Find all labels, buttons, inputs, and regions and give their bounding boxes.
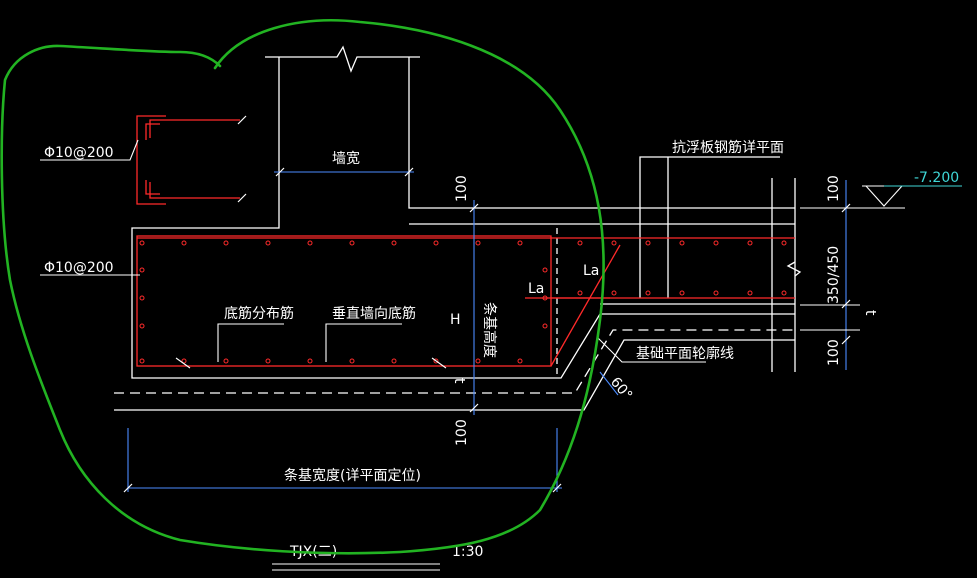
leader-outline xyxy=(597,337,706,363)
rebar-dot xyxy=(679,290,685,296)
hook-bar-bottom xyxy=(149,182,240,199)
rebar-dot xyxy=(391,240,397,246)
rebar-dot xyxy=(349,240,355,246)
t-right-label: t xyxy=(862,310,878,316)
slant-bar-right xyxy=(431,357,447,369)
rebar-dot xyxy=(747,290,753,296)
rebar-left-label: Φ10@200 xyxy=(44,260,114,276)
angle-arc xyxy=(599,371,619,396)
rebar-dot xyxy=(542,323,548,329)
anti-float-leader xyxy=(639,156,780,298)
rebar-dot xyxy=(713,290,719,296)
dim-100-top: 100 xyxy=(454,175,470,202)
anchor-slant xyxy=(550,244,621,367)
t-left-label: t xyxy=(451,378,467,384)
rebar-dot xyxy=(223,240,229,246)
rebar-dot xyxy=(139,267,145,273)
rebar-dots xyxy=(139,240,787,364)
rebar-dot xyxy=(139,358,145,364)
rebar-dot xyxy=(139,323,145,329)
elevation-triangle xyxy=(865,185,903,207)
rebar-dot xyxy=(611,240,617,246)
strip-height-label: 条基高度 xyxy=(481,302,498,358)
strip-width-label: 条基宽度(详平面定位) xyxy=(284,467,421,484)
vert-wall-bar-label: 垂直墙向底筋 xyxy=(332,305,416,322)
rebar-dot xyxy=(433,358,439,364)
leader-rebar-top xyxy=(40,139,139,161)
tick xyxy=(237,115,247,125)
rebar-dot xyxy=(781,290,787,296)
rebar-top-label: Φ10@200 xyxy=(44,145,114,161)
dim-100-right-top: 100 xyxy=(826,175,842,202)
la-right-label: La xyxy=(583,263,599,279)
bottom-dist-bar-label: 底筋分布筋 xyxy=(224,305,294,322)
rebar-dot xyxy=(475,240,481,246)
tick xyxy=(237,193,247,203)
rebar-dot xyxy=(265,358,271,364)
hook-bar-top xyxy=(149,119,240,138)
rebar-dot xyxy=(645,240,651,246)
outline-note-label: 基础平面轮廓线 xyxy=(636,345,734,362)
dim-350-450: 350/450 xyxy=(826,246,842,304)
rebar-dot xyxy=(475,358,481,364)
rebar-dot xyxy=(577,290,583,296)
tick xyxy=(275,167,285,177)
cushion-outer xyxy=(114,339,795,411)
rebar-dot xyxy=(542,267,548,273)
rebar-dot xyxy=(542,295,548,301)
tick xyxy=(404,167,414,177)
leaders xyxy=(40,139,962,571)
rebar-dot xyxy=(713,240,719,246)
rebar-dot xyxy=(265,240,271,246)
wall-width-label: 墙宽 xyxy=(332,150,360,167)
dim-100-bottom: 100 xyxy=(454,419,470,446)
rebar-dot xyxy=(517,358,523,364)
rebar-dot xyxy=(433,240,439,246)
rebar-dot xyxy=(349,358,355,364)
rebar-dot xyxy=(611,290,617,296)
wall-break-line xyxy=(265,45,420,73)
hook-inner-bottom xyxy=(145,180,160,195)
dim-100-right-bottom: 100 xyxy=(826,339,842,366)
slant-bar-left xyxy=(175,357,191,369)
rebar-dot xyxy=(679,240,685,246)
dimension-lines xyxy=(127,171,847,492)
rebar-dot xyxy=(223,358,229,364)
tick xyxy=(841,335,851,345)
rebar-dot xyxy=(391,358,397,364)
leader-bottom-dist xyxy=(217,323,284,362)
green-annotation-circle xyxy=(0,19,605,555)
angle-label: 60° xyxy=(607,374,635,403)
tick xyxy=(469,403,479,413)
rebar-dot xyxy=(181,240,187,246)
tick xyxy=(552,483,562,493)
wall-right-edge xyxy=(408,57,795,209)
rebar-dot xyxy=(139,240,145,246)
rebar-dot xyxy=(139,295,145,301)
rebar-dot xyxy=(781,240,787,246)
scale-label: 1:30 xyxy=(452,544,483,560)
rebar-dot xyxy=(517,240,523,246)
rebar-dot xyxy=(307,358,313,364)
slab-break-line xyxy=(786,261,802,277)
anti-float-label: 抗浮板钢筋详平面 xyxy=(672,139,784,156)
tick xyxy=(841,299,851,309)
la-left-label: La xyxy=(528,281,544,297)
hook-inner-top xyxy=(145,123,160,140)
leader-vert-wall xyxy=(325,323,402,362)
rebar-dot xyxy=(747,240,753,246)
rebar-group xyxy=(136,115,795,367)
elevation-label: -7.200 xyxy=(914,170,959,186)
rebar-cage xyxy=(136,235,552,367)
rebar-dot xyxy=(645,290,651,296)
tick xyxy=(123,483,133,493)
rebar-dot xyxy=(307,240,313,246)
rebar-dot xyxy=(577,240,583,246)
hook-bracket xyxy=(136,115,166,205)
tick xyxy=(469,203,479,213)
h-label: H xyxy=(450,312,461,328)
rebar-dot xyxy=(181,358,187,364)
